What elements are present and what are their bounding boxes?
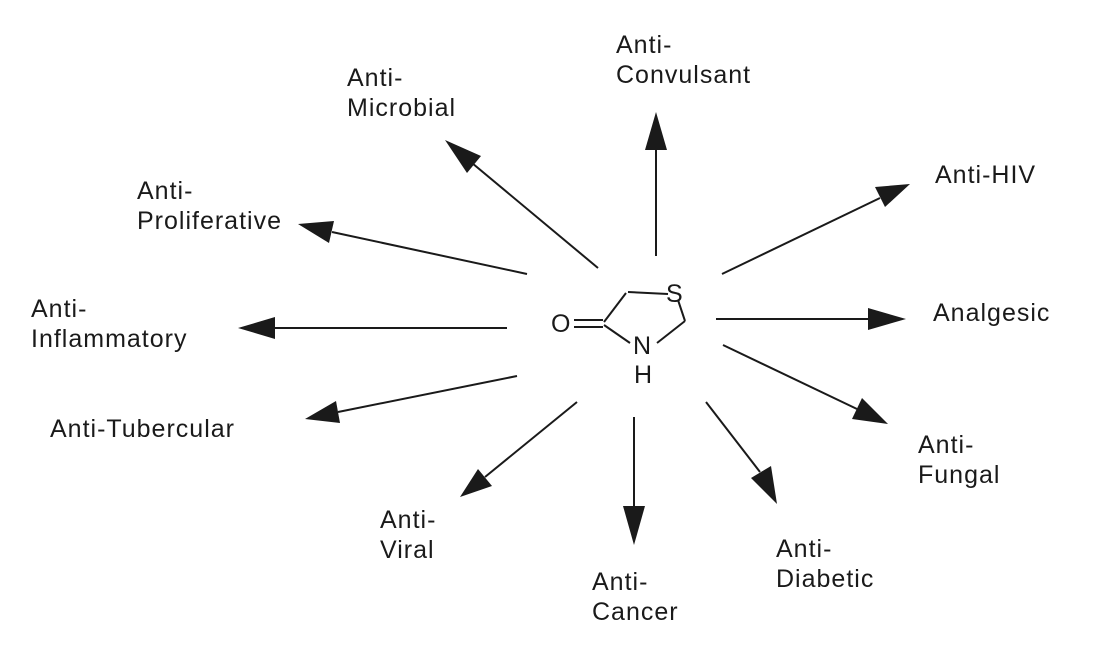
label-analgesic: Analgesic <box>933 299 1051 327</box>
ring-bond-s-c2 <box>677 299 686 322</box>
arrow-anti-tubercular <box>305 375 518 423</box>
ring-bond-n-c2 <box>656 320 686 344</box>
arrow-head <box>645 112 667 150</box>
label-anti-diabetic: Anti- Diabetic <box>776 535 875 593</box>
arrow-anti-inflammatory <box>238 317 507 339</box>
ring-bond-c2-s <box>627 291 669 295</box>
arrow-head <box>238 317 275 339</box>
arrow-anti-cancer <box>623 417 645 545</box>
label-anti-proliferative: Anti- Proliferative <box>137 177 282 235</box>
label-anti-tubercular: Anti-Tubercular <box>50 415 235 443</box>
arrow-shaft <box>721 197 881 275</box>
arrow-head <box>875 184 910 207</box>
label-anti-hiv: Anti-HIV <box>935 161 1037 189</box>
arrow-anti-viral <box>460 401 578 497</box>
arrow-head <box>460 469 492 497</box>
label-anti-cancer: Anti- Cancer <box>592 568 679 626</box>
label-anti-viral: Anti- Viral <box>380 506 437 564</box>
label-anti-fungal: Anti- Fungal <box>918 431 1001 489</box>
arrow-analgesic <box>716 308 906 330</box>
arrow-shaft <box>705 401 761 473</box>
arrow-anti-diabetic <box>705 401 777 504</box>
label-anti-microbial: Anti- Microbial <box>347 64 457 122</box>
arrow-head <box>623 506 645 545</box>
arrow-head <box>298 221 334 243</box>
atom-hydrogen: H <box>634 361 653 389</box>
arrow-head <box>751 466 777 504</box>
atom-oxygen: O <box>551 310 571 338</box>
ring-bond-c4-n <box>603 324 631 344</box>
atom-nitrogen: N <box>633 332 652 360</box>
ring-bond-c5-c4 <box>603 292 627 323</box>
atom-sulfur: S <box>666 280 683 308</box>
arrow-anti-hiv <box>721 184 910 275</box>
arrow-shaft <box>722 344 858 410</box>
arrow-shaft <box>331 231 528 275</box>
arrow-anti-fungal <box>722 344 888 424</box>
arrow-shaft <box>471 162 599 269</box>
activity-arrows <box>238 112 910 545</box>
arrow-anti-proliferative <box>298 221 528 275</box>
label-anti-convulsant: Anti- Convulsant <box>616 31 752 89</box>
thiazolidinone-ring <box>574 291 686 344</box>
arrow-head <box>868 308 906 330</box>
arrow-anti-convulsant <box>645 112 667 256</box>
label-anti-inflammatory: Anti- Inflammatory <box>31 295 188 353</box>
arrow-head <box>305 401 340 423</box>
arrow-anti-microbial <box>445 140 599 269</box>
arrow-head <box>445 140 481 173</box>
arrow-shaft <box>484 401 578 478</box>
arrow-head <box>852 398 888 424</box>
arrow-shaft <box>337 375 518 413</box>
